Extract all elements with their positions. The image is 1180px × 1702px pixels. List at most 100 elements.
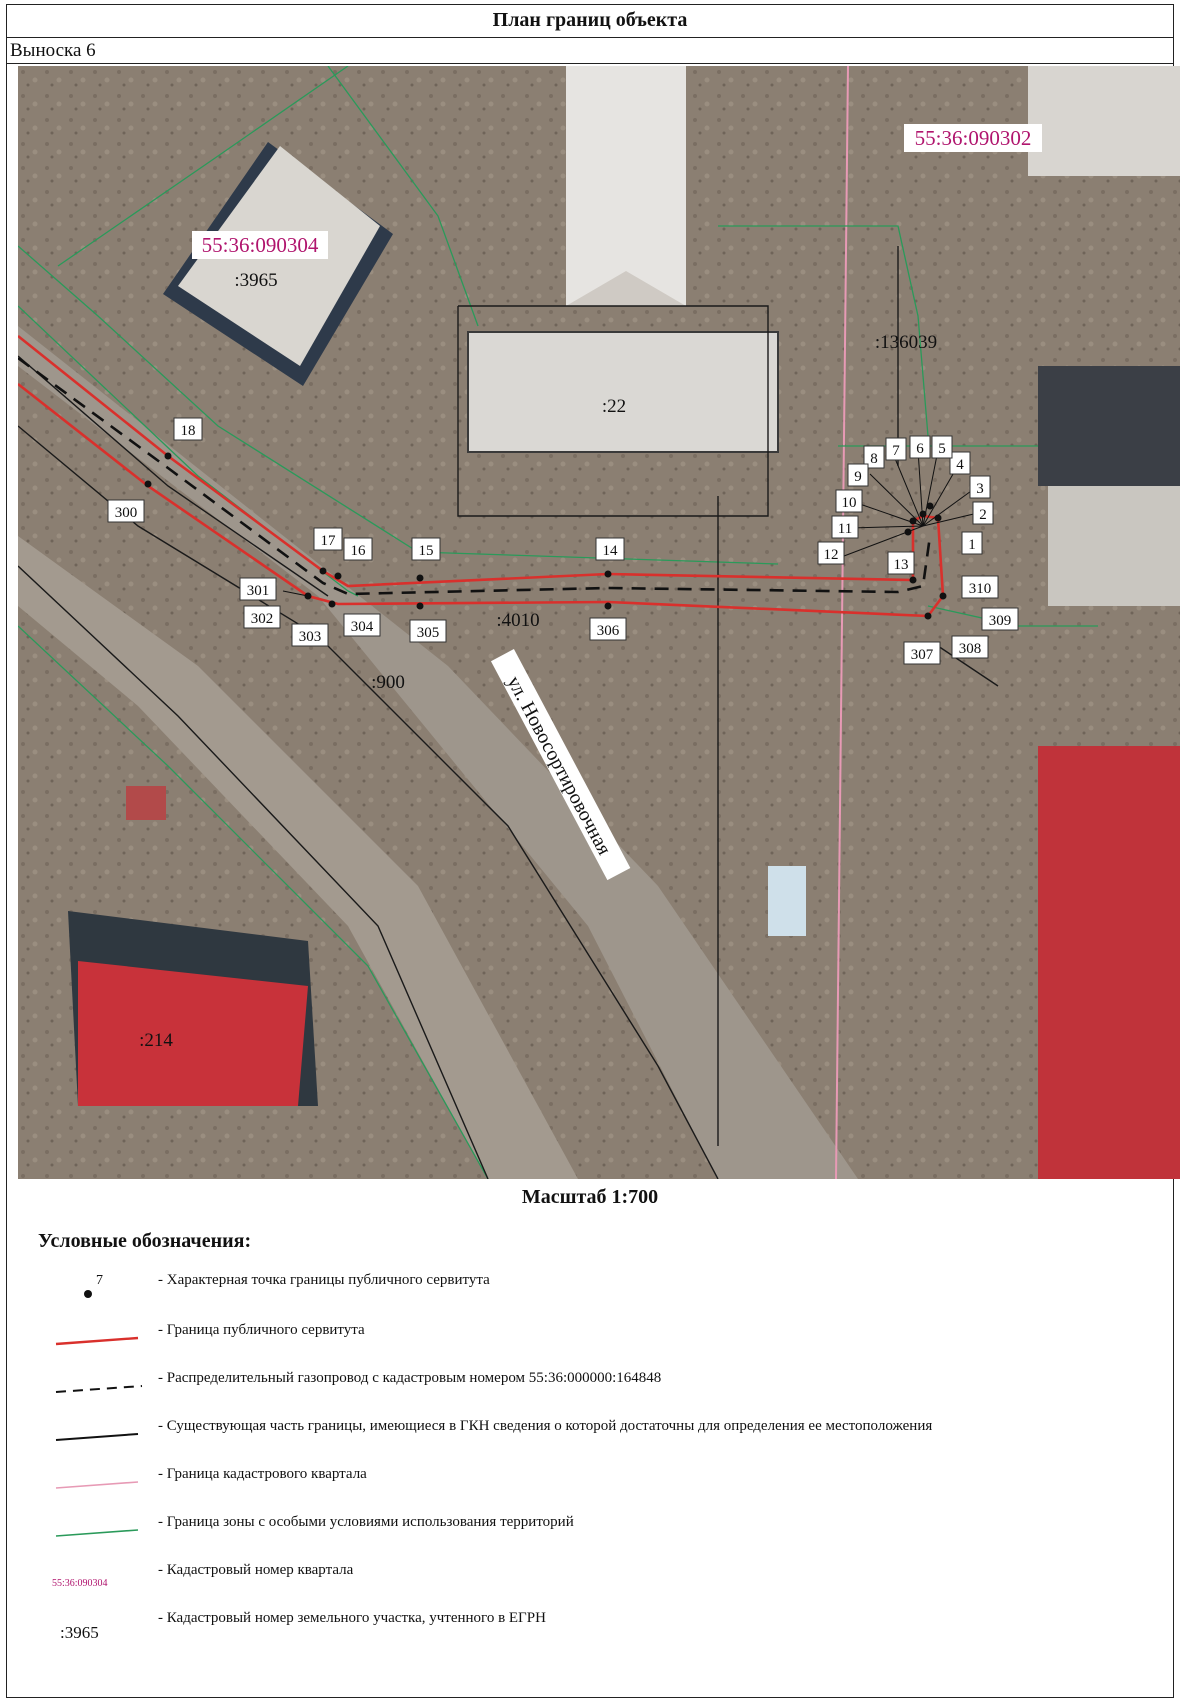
point-label: 12 [817,541,845,565]
svg-text:16: 16 [351,543,367,559]
svg-text:1: 1 [968,537,976,553]
point-label: 16 [343,537,373,561]
legend-item-parcel-number: :3965 - Кадастровый номер земельного уча… [38,1604,1138,1648]
point-label: 306 [589,617,627,641]
point-label: 8 [863,445,885,469]
svg-text:300: 300 [115,505,138,521]
point-label: 307 [903,641,941,665]
svg-text::3965: :3965 [60,1623,99,1642]
point-label: 300 [107,499,145,523]
svg-text:15: 15 [419,543,434,559]
svg-text:13: 13 [894,557,909,573]
svg-text:14: 14 [603,543,619,559]
point-label: 4 [949,451,971,475]
point-label: 308 [951,635,989,659]
point-label: 309 [981,607,1019,631]
svg-text:7: 7 [892,443,900,459]
svg-text:302: 302 [251,611,274,627]
map-area: 55:36:090304 55:36:090302 :3965 :136039 … [18,66,1180,1179]
building-22 [467,331,779,453]
svg-text:11: 11 [838,521,852,537]
map-scale: Масштаб 1:700 [521,1186,659,1208]
legend-item-existing: - Существующая часть границы, имеющиеся … [38,1412,1138,1456]
building-214 [78,961,308,1106]
parcel-label-4: :900 [371,672,405,693]
street-surface [18,326,858,1179]
svg-text:6: 6 [916,441,924,457]
svg-text:55:36:090304: 55:36:090304 [52,1578,108,1589]
svg-text:304: 304 [351,619,374,635]
point-label: 18 [173,417,203,441]
parcel-label-5: :214 [139,1030,173,1051]
point-label: 302 [243,605,281,629]
point-symbol: 7 [84,1273,103,1298]
legend-item-servitude: - Граница публичного сервитута [38,1316,1138,1360]
svg-text:10: 10 [842,495,857,511]
point-label: 310 [961,575,999,599]
point-label: 301 [239,577,277,601]
point-label: 305 [409,619,447,643]
point-label: 14 [595,537,625,561]
svg-text:3: 3 [976,481,984,497]
building-red-east [1038,746,1180,1179]
legend-title: Условные обозначения: [38,1230,252,1252]
point-labels: 1 2 3 4 5 6 7 8 9 10 11 12 13 14 15 16 1… [107,417,1019,665]
gas-pipeline [18,356,932,596]
point-label: 9 [847,463,869,487]
parcel-label-1: :136039 [875,332,937,353]
point-label: 6 [909,435,931,459]
parcel-number-symbol: :3965 [60,1623,99,1642]
point-label: 15 [411,537,441,561]
svg-text:4: 4 [956,457,964,473]
point-label: 303 [291,623,329,647]
svg-text:5: 5 [938,441,946,457]
svg-text:305: 305 [417,625,440,641]
point-label: 10 [835,489,863,513]
servitude-boundary [18,334,945,618]
quarter-label-0: 55:36:090304 [202,233,319,257]
svg-text:306: 306 [597,623,620,639]
parcel-label-0: :3965 [234,270,277,291]
point-label: 304 [343,613,381,637]
map-svg: 55:36:090304 55:36:090302 :3965 :136039 … [18,66,1180,1179]
legend-item-quarter-boundary: - Граница кадастрового квартала [38,1460,1138,1504]
svg-text:12: 12 [824,547,839,563]
point-label: 5 [931,435,953,459]
svg-text:18: 18 [181,423,196,439]
black-line-symbol [55,1433,139,1441]
pink-line-symbol [55,1481,139,1489]
legend-item-quarter-number: 55:36:090304 - Кадастровый номер квартал… [38,1556,1138,1600]
building-east [1038,366,1180,486]
dashed-line-symbol [55,1385,143,1393]
svg-text:7: 7 [96,1273,103,1288]
legend-item-point: 7 - Характерная точка границы публичного… [38,1266,1138,1310]
svg-text:307: 307 [911,647,934,663]
svg-text:9: 9 [854,469,862,485]
red-line-symbol [55,1336,139,1346]
legend-item-pipeline: - Распределительный газопровод с кадастр… [38,1364,1138,1408]
callout-label: Выноска 6 [6,38,1174,64]
svg-text:301: 301 [247,583,270,599]
parcel-label-3: :4010 [496,610,539,631]
point-label: 2 [972,501,994,525]
point-label: 13 [887,551,915,575]
svg-text:310: 310 [969,581,992,597]
quarter-number-symbol: 55:36:090304 [52,1578,108,1589]
green-line-symbol [55,1529,139,1537]
building-north [566,66,686,306]
point-label: 17 [313,527,343,551]
svg-text:309: 309 [989,613,1012,629]
point-label: 1 [961,531,983,555]
svg-text:17: 17 [321,533,337,549]
svg-text:2: 2 [979,507,987,523]
parcel-label-2: :22 [602,396,626,417]
quarter-boundary [835,66,849,1179]
svg-text:8: 8 [870,451,878,467]
point-label: 7 [885,437,907,461]
point-label: 3 [969,475,991,499]
sheet-title: План границ объекта [6,4,1174,38]
legend-item-zone: - Граница зоны с особыми условиями испол… [38,1508,1138,1552]
quarter-label-1: 55:36:090302 [915,126,1032,150]
svg-text:308: 308 [959,641,982,657]
svg-text:303: 303 [299,629,322,645]
